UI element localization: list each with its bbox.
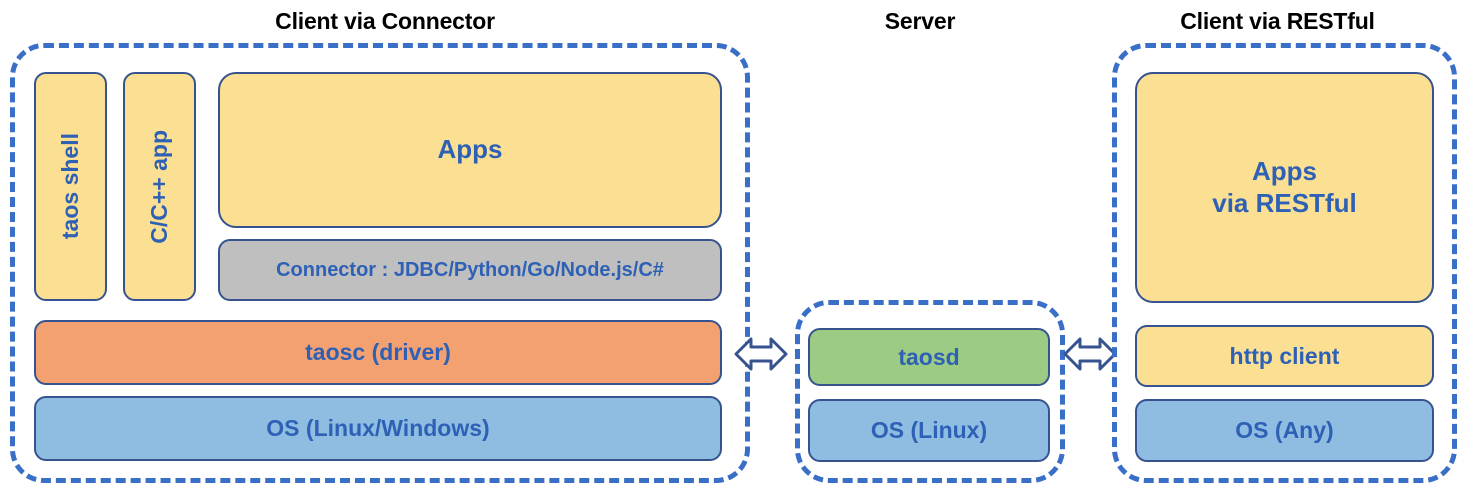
box-apps-via-restful-label-line1: Apps [1252,155,1317,186]
box-connector-label: Connector : JDBC/Python/Go/Node.js/C# [276,258,664,281]
section-title-client-restful: Client via RESTful [1180,8,1375,34]
double-arrow-icon-taosc-taosd [733,330,789,383]
box-os-linux-windows[interactable]: OS (Linux/Windows) [34,396,722,461]
box-cpp-app-label: C/C++ app [146,129,173,244]
box-connector[interactable]: Connector : JDBC/Python/Go/Node.js/C# [218,239,722,301]
box-os-linux-windows-label: OS (Linux/Windows) [266,415,490,442]
box-taosd[interactable]: taosd [808,328,1050,386]
box-cpp-app[interactable]: C/C++ app [123,72,196,301]
box-taos-shell[interactable]: taos shell [34,72,107,301]
panel-server [795,300,1065,483]
box-taosd-label: taosd [898,343,960,370]
box-apps[interactable]: Apps [218,72,722,228]
double-arrow-icon-taosd-httpclient [1062,330,1118,383]
box-apps-via-restful[interactable]: Apps via RESTful [1135,72,1434,303]
panel-client-restful [1112,43,1457,483]
panel-client-connector [10,43,750,483]
box-taos-shell-label: taos shell [57,133,84,240]
box-http-client[interactable]: http client [1135,325,1434,387]
box-apps-via-restful-label-line2: via RESTful [1212,187,1357,218]
box-taosc-driver[interactable]: taosc (driver) [34,320,722,385]
box-os-linux[interactable]: OS (Linux) [808,399,1050,462]
box-http-client-label: http client [1229,342,1340,369]
box-os-any[interactable]: OS (Any) [1135,399,1434,462]
box-os-linux-label: OS (Linux) [870,417,988,444]
box-apps-label: Apps [437,134,503,165]
section-title-server: Server [884,8,956,34]
box-os-any-label: OS (Any) [1235,417,1334,444]
box-taosc-driver-label: taosc (driver) [305,339,451,366]
section-title-client-connector: Client via Connector [275,8,495,34]
